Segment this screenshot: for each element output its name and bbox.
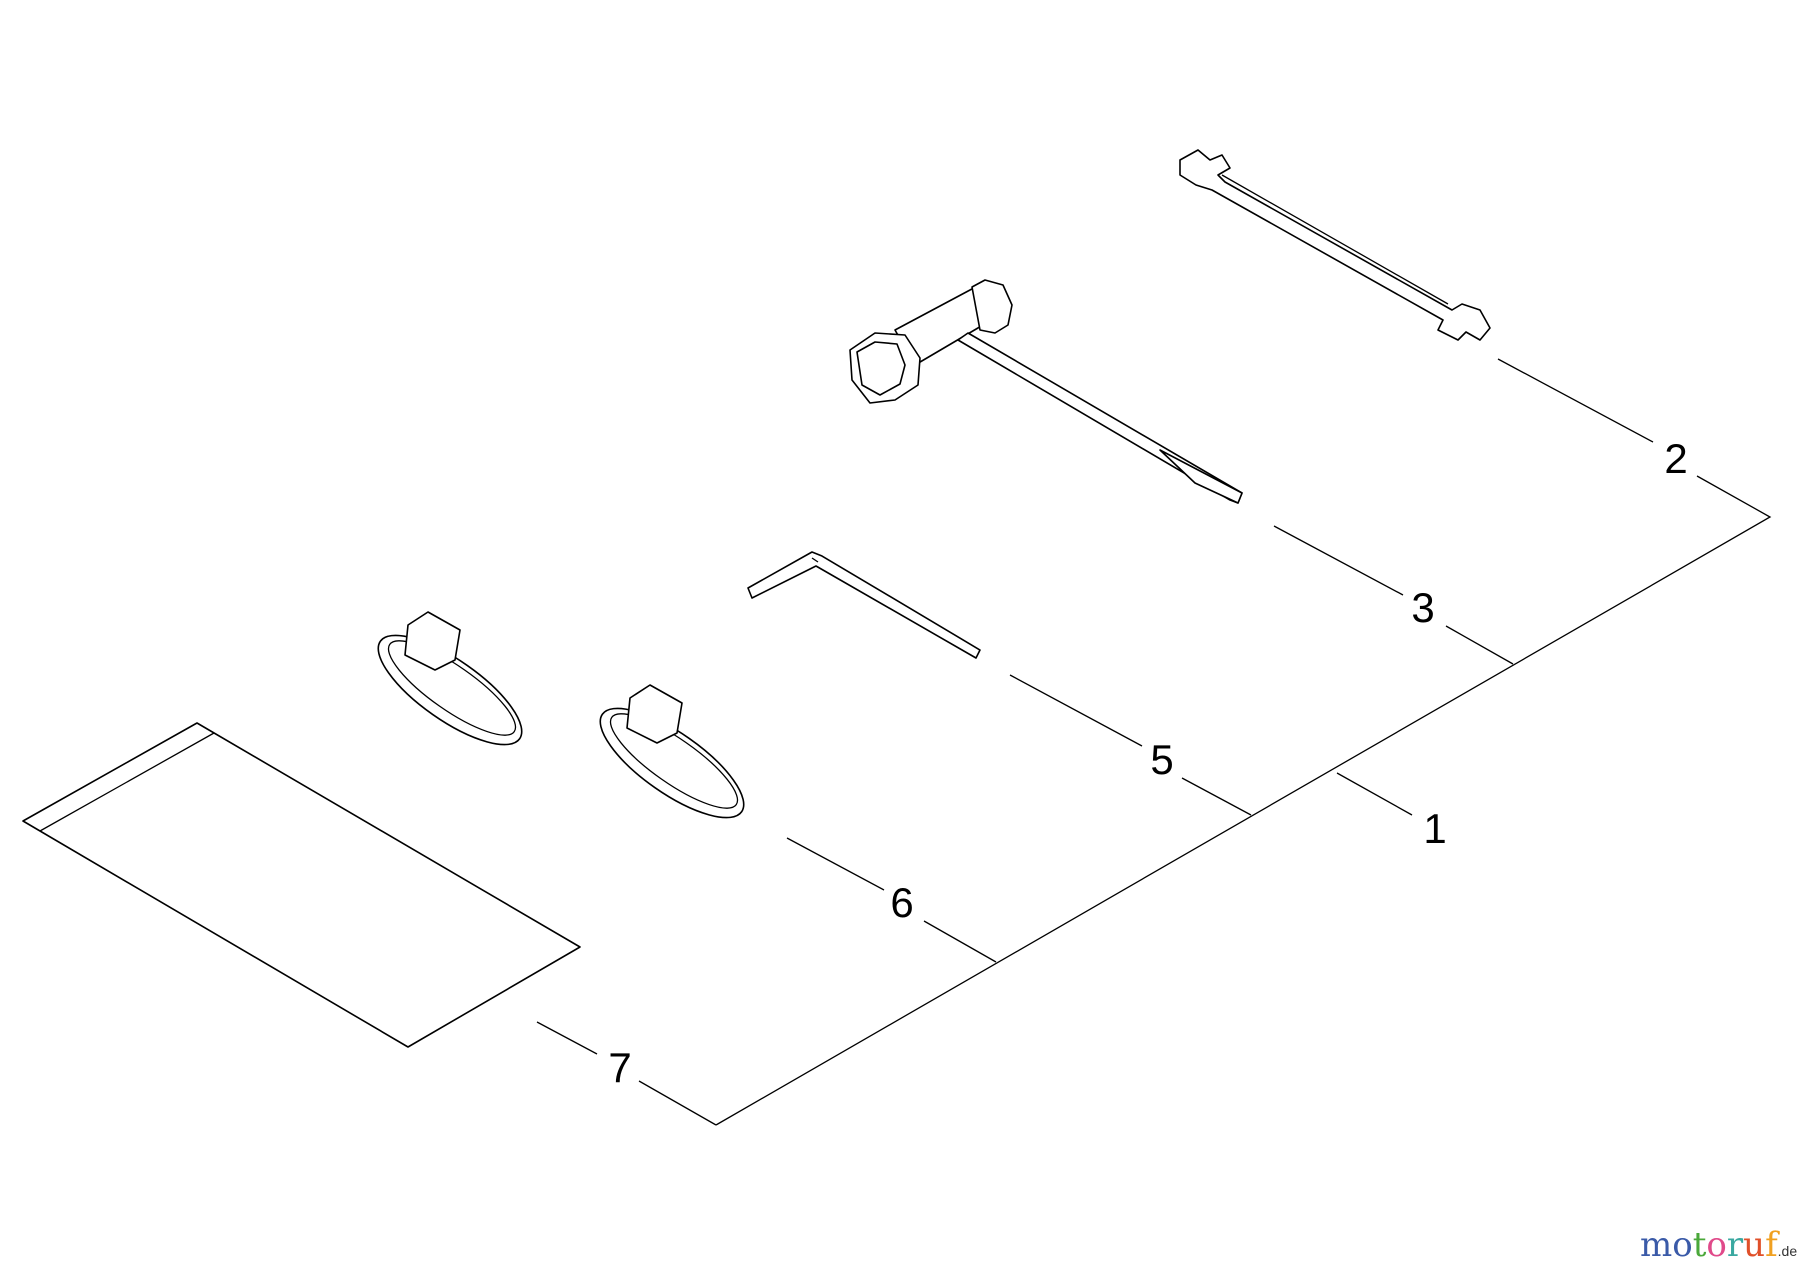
- logo-tld: .de: [1777, 1243, 1798, 1259]
- logo-letter: o: [1706, 1225, 1727, 1265]
- motoruf-logo: motoruf.de: [1640, 1225, 1797, 1265]
- hex-key: [747, 551, 981, 659]
- leader-lines: [536, 358, 1772, 1126]
- callout-1: 1: [1423, 805, 1447, 852]
- callout-5: 5: [1150, 736, 1174, 783]
- leader-5b: [1181, 777, 1252, 816]
- leader-6a: [786, 837, 885, 891]
- callout-3: 3: [1411, 584, 1435, 631]
- leader-2: [1497, 358, 1654, 443]
- leader-5a: [1009, 674, 1143, 747]
- cable-tie-1: [377, 611, 523, 746]
- cable-tie-2: [599, 684, 745, 819]
- logo-wordmark: motoruf: [1640, 1225, 1778, 1265]
- leader-main: [715, 475, 1772, 1126]
- logo-letter: f: [1765, 1225, 1778, 1265]
- logo-letter: u: [1743, 1225, 1766, 1265]
- callout-7: 7: [608, 1044, 632, 1091]
- callout-2: 2: [1664, 435, 1688, 482]
- open-end-wrench: [1179, 149, 1491, 341]
- logo-letter: t: [1692, 1225, 1707, 1265]
- leader-7b: [638, 1080, 717, 1126]
- logo-letter: r: [1726, 1225, 1744, 1265]
- leader-7a: [536, 1021, 598, 1055]
- leader-3b: [1445, 625, 1514, 665]
- leader-6b: [923, 920, 997, 963]
- logo-letter: m: [1640, 1225, 1673, 1265]
- leader-3a: [1273, 525, 1404, 596]
- callout-6: 6: [890, 879, 914, 926]
- instruction-bag: [22, 722, 581, 1048]
- logo-letter: o: [1672, 1225, 1693, 1265]
- t-socket-wrench: [849, 279, 1243, 504]
- leader-1: [1336, 772, 1413, 816]
